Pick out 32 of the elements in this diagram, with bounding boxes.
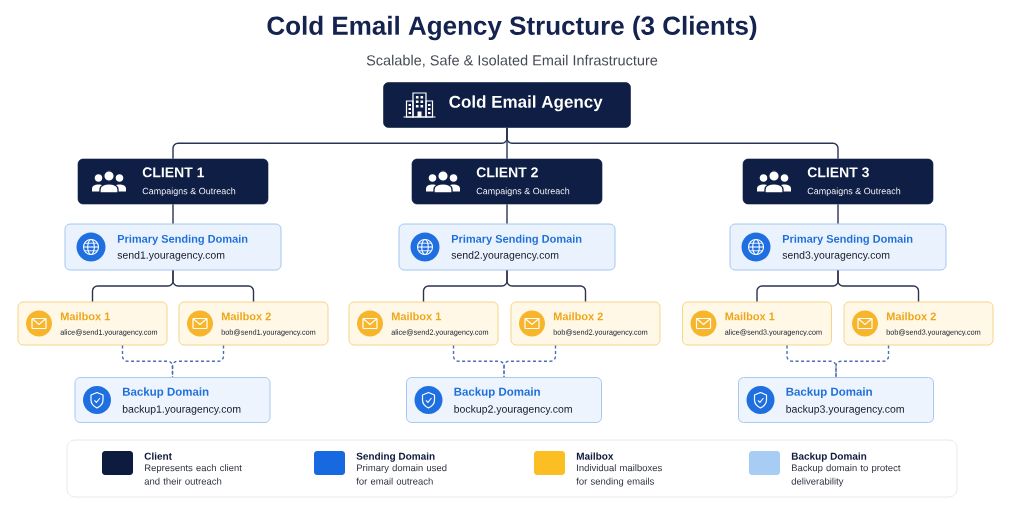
connector-line [506, 203, 508, 225]
dashed-connector [503, 344, 557, 378]
legend-label: Mailbox [576, 452, 614, 460]
domain-box: Primary Sending Domain send2.youragency.com [398, 223, 616, 271]
connector-line [837, 269, 920, 303]
client-box: CLIENT 2 Campaigns & Outreach [411, 158, 603, 205]
client-box: CLIENT 3 Campaigns & Outreach [742, 158, 934, 205]
legend-label: Sending Domain [356, 452, 435, 462]
dashed-connector [121, 344, 174, 378]
agency-box: Cold Email Agency [383, 82, 631, 128]
backup-box: Backup Domain backup1.youragency.com [74, 377, 271, 423]
connector-line [837, 203, 839, 225]
subtitle: Scalable, Safe & Isolated Email Infrastructure [366, 54, 658, 68]
client-box: CLIENT 1 Campaigns & Outreach [77, 158, 269, 205]
legend-description: Individual mailboxes for sending emails [576, 464, 662, 487]
connector-line [172, 203, 174, 225]
legend-description: Backup domain to protect deliverability [791, 464, 901, 487]
domain-box: Primary Sending Domain send1.youragency.com [64, 223, 282, 271]
legend-description: Primary domain used for email outreach [356, 464, 447, 485]
connector-line [506, 269, 587, 303]
dashed-connector [786, 344, 837, 378]
backup-box: Backup Domain backup3.youragency.com [738, 377, 934, 423]
domain-box: Primary Sending Domain send3.youragency.com [729, 223, 947, 271]
connector-line [172, 269, 255, 303]
legend-label: Client [144, 452, 172, 460]
title: Cold Email Agency Structure (3 Clients) [267, 15, 757, 41]
connector-line [506, 127, 839, 160]
legend-description: Represents each client and their outreach [144, 464, 242, 485]
dashed-connector [835, 344, 890, 378]
dashed-connector [171, 344, 225, 378]
legend-label: Backup Domain [791, 452, 867, 462]
backup-box: Backup Domain bockup2.youragency.com [406, 377, 602, 423]
